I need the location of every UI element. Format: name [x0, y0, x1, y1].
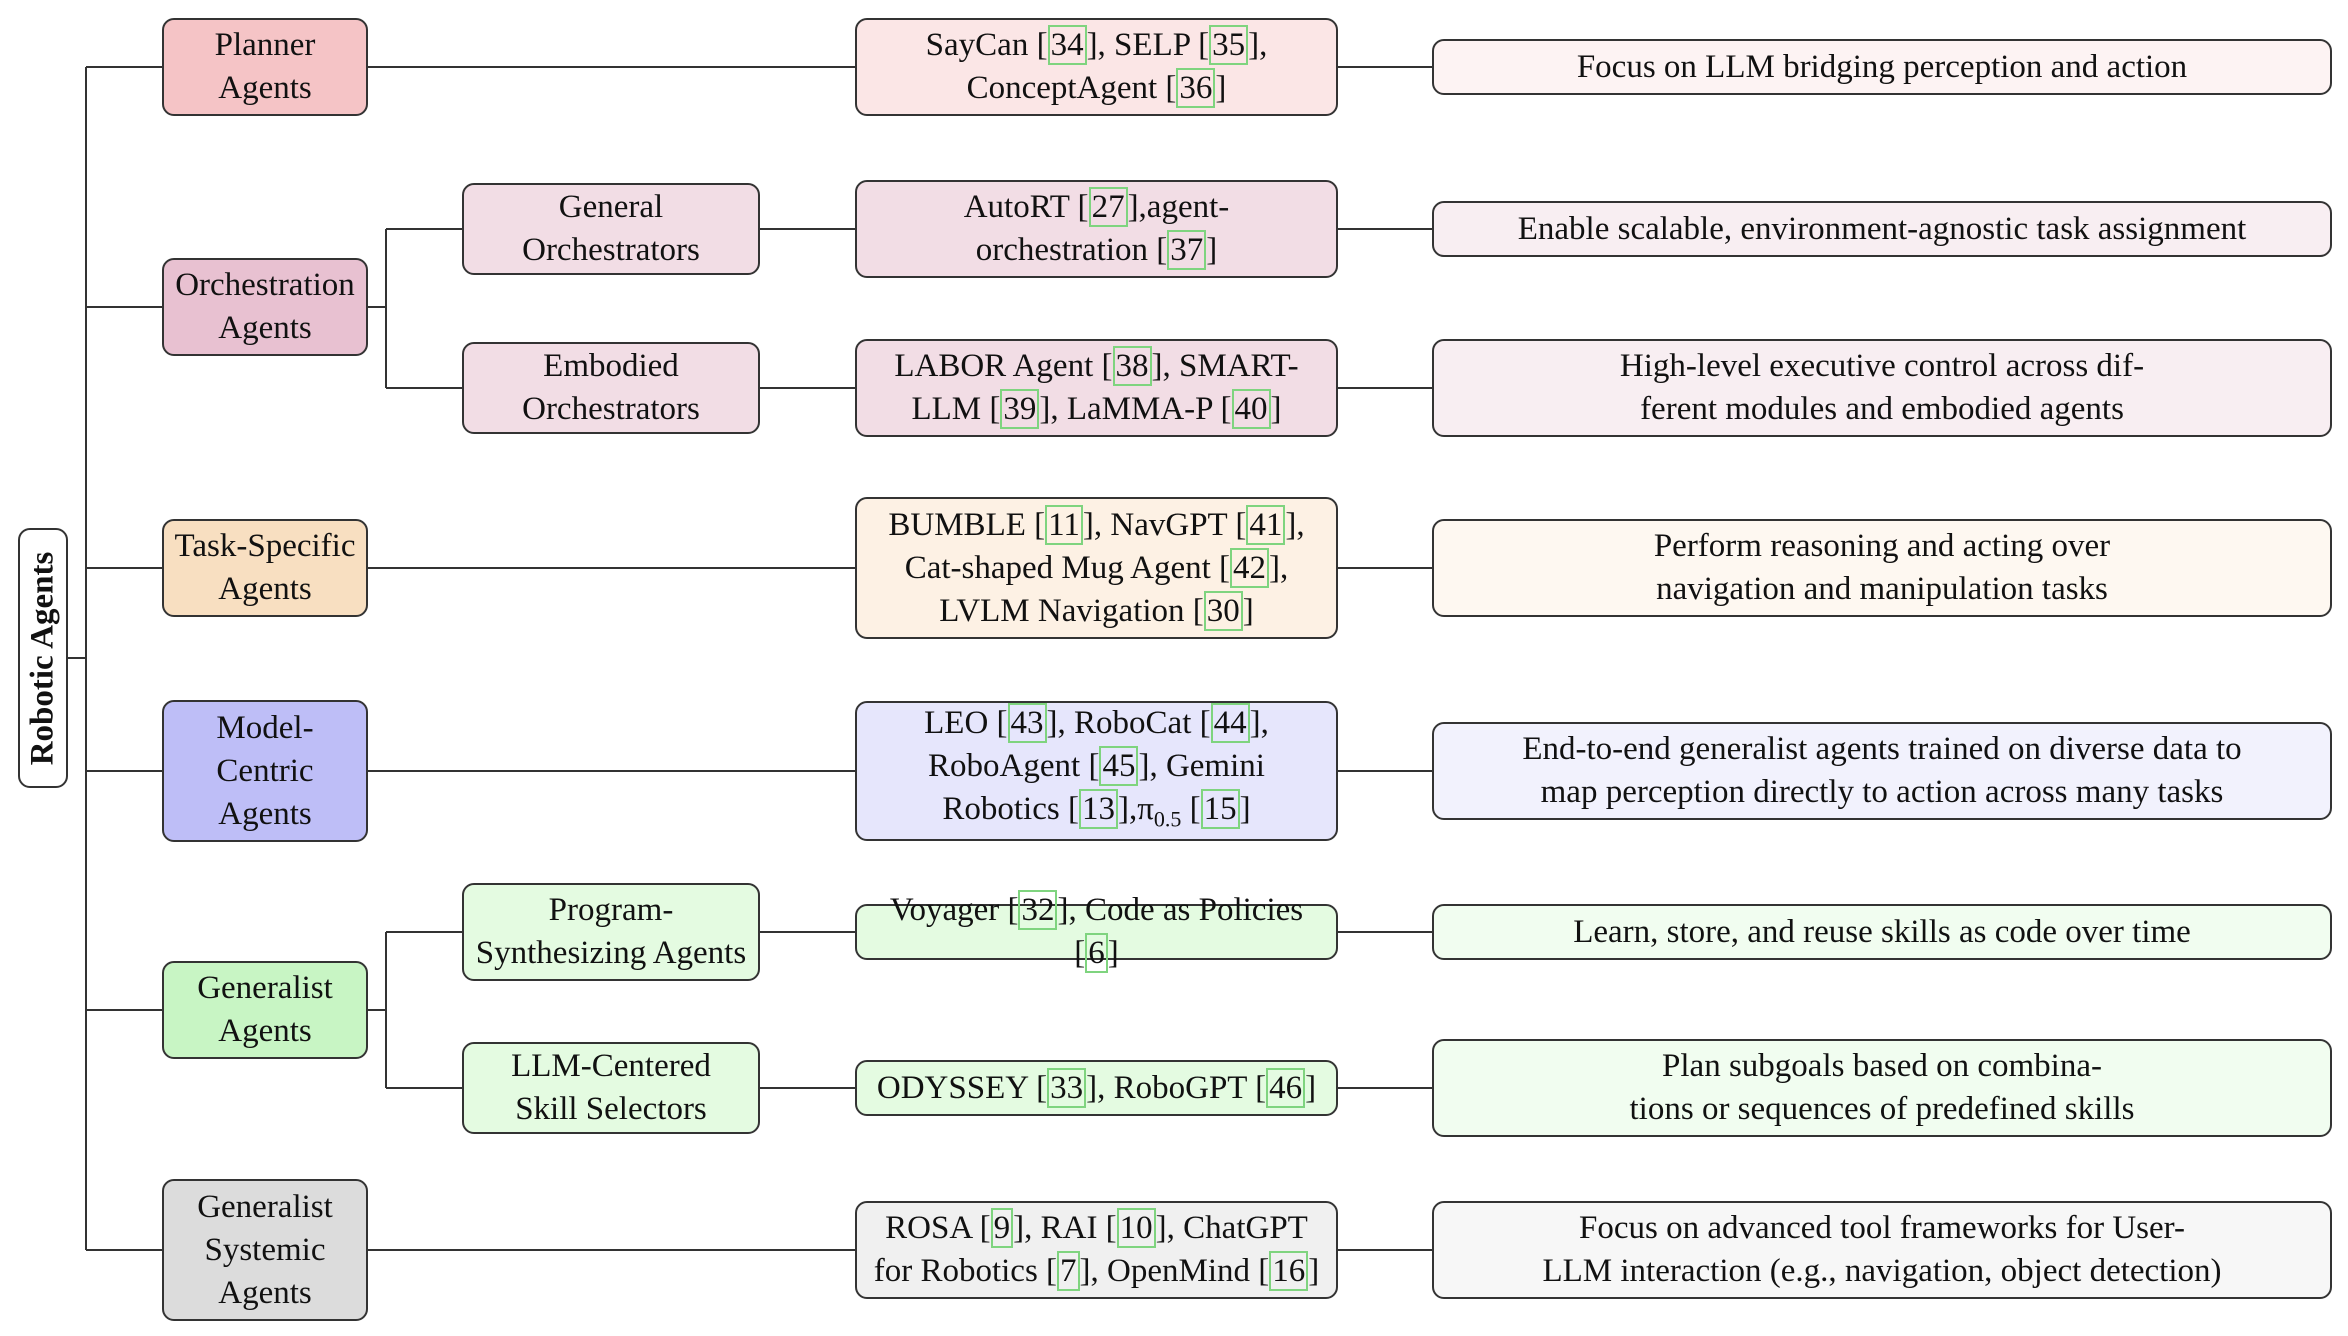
description-program-synth: Learn, store, and reuse skills as code o…	[1432, 904, 2332, 960]
refs-program-synth-text: Voyager [32], Code as Policies [6]	[889, 890, 1304, 973]
description-systemic-text: Focus on advanced tool frameworks for Us…	[1542, 1210, 2222, 1289]
citation-link[interactable]: 40	[1231, 389, 1271, 429]
refs-planner: SayCan [34], SELP [35],ConceptAgent [36]	[855, 18, 1338, 116]
citation-link[interactable]: 13	[1078, 788, 1118, 829]
citation-link[interactable]: 44	[1210, 702, 1250, 743]
description-embodied-orch-text: High-level executive control across dif-…	[1619, 348, 2145, 427]
citation-link[interactable]: 35	[1209, 25, 1249, 65]
description-systemic: Focus on advanced tool frameworks for Us…	[1432, 1201, 2332, 1299]
refs-llm-centered: ODYSSEY [33], RoboGPT [46]	[855, 1060, 1338, 1116]
citation-link[interactable]: 7	[1057, 1251, 1080, 1291]
citation-link[interactable]: 36	[1176, 68, 1216, 108]
citation-link[interactable]: 30	[1203, 590, 1243, 631]
citation-link[interactable]: 38	[1112, 346, 1152, 386]
citation-link[interactable]: 16	[1269, 1251, 1309, 1291]
description-llm-centered: Plan subgoals based on combina-tions or …	[1432, 1039, 2332, 1137]
citation-link[interactable]: 15	[1200, 788, 1240, 829]
citation-link[interactable]: 45	[1099, 745, 1139, 786]
citation-link[interactable]: 41	[1246, 504, 1286, 545]
citation-link[interactable]: 27	[1088, 187, 1128, 227]
description-model-centric: End-to-end generalist agents trained on …	[1432, 722, 2332, 820]
refs-general-orch-text: AutoRT [27],agent-orchestration [37]	[963, 187, 1230, 270]
description-general-orch-text: Enable scalable, environment-agnostic ta…	[1517, 210, 2247, 247]
citation-link[interactable]: 32	[1018, 890, 1058, 930]
refs-embodied-orch: LABOR Agent [38], SMART-LLM [39], LaMMA-…	[855, 339, 1338, 437]
citation-link[interactable]: 9	[990, 1208, 1014, 1248]
root-node: Robotic Agents	[18, 528, 68, 788]
citation-link[interactable]: 46	[1266, 1067, 1306, 1108]
refs-task-specific: BUMBLE [11], NavGPT [41],Cat-shaped Mug …	[855, 497, 1338, 639]
refs-model-centric: LEO [43], RoboCat [44],RoboAgent [45], G…	[855, 701, 1338, 841]
citation-link[interactable]: 6	[1085, 933, 1108, 973]
description-general-orch: Enable scalable, environment-agnostic ta…	[1432, 201, 2332, 257]
description-model-centric-text: End-to-end generalist agents trained on …	[1522, 731, 2242, 810]
citation-link[interactable]: 37	[1167, 230, 1207, 270]
description-planner-text: Focus on LLM bridging perception and act…	[1576, 48, 2188, 85]
refs-llm-centered-text: ODYSSEY [33], RoboGPT [46]	[876, 1067, 1317, 1108]
refs-model-centric-text: LEO [43], RoboCat [44],RoboAgent [45], G…	[924, 702, 1269, 832]
refs-program-synth: Voyager [32], Code as Policies [6]	[855, 890, 1338, 973]
subcategory-program-synth-text: Program-Synthesizing Agents	[475, 892, 747, 971]
subcategory-program-synth: Program-Synthesizing Agents	[462, 883, 760, 981]
refs-planner-text: SayCan [34], SELP [35],ConceptAgent [36]	[925, 25, 1268, 108]
root-label: Robotic Agents	[24, 551, 61, 765]
citation-link[interactable]: 42	[1230, 547, 1270, 588]
citation-link[interactable]: 39	[1000, 389, 1040, 429]
citation-link[interactable]: 11	[1045, 504, 1083, 545]
description-planner: Focus on LLM bridging perception and act…	[1432, 39, 2332, 95]
description-program-synth-text: Learn, store, and reuse skills as code o…	[1573, 913, 2191, 950]
citation-link[interactable]: 33	[1047, 1067, 1087, 1108]
refs-embodied-orch-text: LABOR Agent [38], SMART-LLM [39], LaMMA-…	[894, 346, 1299, 429]
citation-link[interactable]: 10	[1116, 1208, 1156, 1248]
citation-link[interactable]: 34	[1047, 25, 1087, 65]
refs-task-specific-text: BUMBLE [11], NavGPT [41],Cat-shaped Mug …	[888, 504, 1305, 631]
citation-link[interactable]: 43	[1007, 702, 1047, 743]
refs-general-orch: AutoRT [27],agent-orchestration [37]	[855, 180, 1338, 278]
description-llm-centered-text: Plan subgoals based on combina-tions or …	[1629, 1048, 2135, 1127]
description-embodied-orch: High-level executive control across dif-…	[1432, 339, 2332, 437]
